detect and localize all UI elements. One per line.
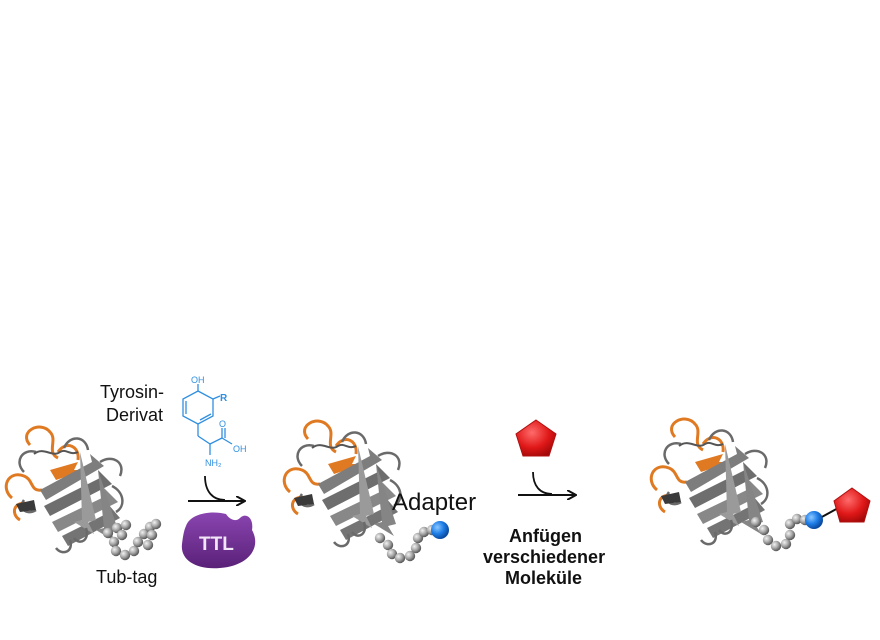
blue-sphere-icon — [805, 511, 823, 529]
ttl-enzyme-icon — [181, 512, 256, 569]
tag-bead — [394, 552, 406, 564]
acid-oh-label: OH — [233, 444, 247, 454]
tyrosin-derivat-label-line2: Derivat — [106, 405, 163, 425]
red-pentagon-icon — [515, 419, 557, 457]
tag-bead — [791, 513, 803, 525]
tag-bead — [146, 529, 158, 541]
tag-bead — [758, 524, 770, 536]
tag-bead — [150, 518, 162, 530]
tag-bead — [404, 550, 416, 562]
tag-bead — [102, 527, 114, 539]
adapter-label: Adapter — [392, 489, 476, 516]
tub-tag-bead-chain — [102, 518, 162, 561]
attach-label-line1: Anfügen — [509, 526, 582, 546]
nh2-label: NH₂ — [205, 458, 222, 468]
tag-bead — [116, 529, 128, 541]
tub-tag-bead-chain — [374, 524, 438, 564]
carbonyl-o-label: O — [219, 419, 226, 429]
tag-bead — [784, 529, 796, 541]
adapter-protein — [282, 419, 449, 564]
tag-bead — [780, 538, 792, 550]
reaction-arrow-2 — [518, 471, 575, 495]
ttl-enzyme: TTL — [181, 512, 256, 569]
tag-bead — [750, 516, 762, 528]
attach-label-line2: verschiedener — [483, 547, 605, 567]
tyrosin-derivat-label-line1: Tyrosin- — [100, 382, 164, 402]
tag-bead — [128, 545, 140, 557]
tag-bead — [110, 545, 122, 557]
tag-bead — [418, 526, 430, 538]
red-pentagon-icon — [833, 487, 871, 523]
tag-bead — [138, 528, 150, 540]
tyrosine-structure — [182, 384, 233, 455]
tag-bead — [382, 539, 394, 551]
reaction-arrow-1 — [188, 475, 244, 501]
tag-bead — [142, 539, 154, 551]
protein-ribbon-icon — [282, 419, 402, 548]
tub-tag-bead-chain — [750, 513, 811, 552]
tag-bead — [119, 549, 131, 561]
oh-label: OH — [191, 375, 205, 385]
r-group-label: R — [220, 393, 228, 404]
tag-bead — [386, 548, 398, 560]
tub-tag-protein — [4, 425, 162, 561]
tag-bead — [762, 534, 774, 546]
tag-bead — [770, 540, 782, 552]
tag-bead — [132, 536, 144, 548]
protein-ribbon-icon — [649, 417, 769, 546]
tub-tag-label: Tub-tag — [96, 567, 157, 587]
labeled-protein — [649, 417, 871, 552]
tag-bead — [120, 519, 132, 531]
tyrosine-structure-labels: OH R O OH NH₂ — [191, 375, 247, 468]
tag-bead — [410, 542, 422, 554]
attach-label-line3: Moleküle — [505, 568, 582, 588]
ttl-label: TTL — [199, 534, 234, 555]
blue-sphere-icon — [431, 521, 449, 539]
tag-bead — [374, 532, 386, 544]
tag-bead — [108, 536, 120, 548]
